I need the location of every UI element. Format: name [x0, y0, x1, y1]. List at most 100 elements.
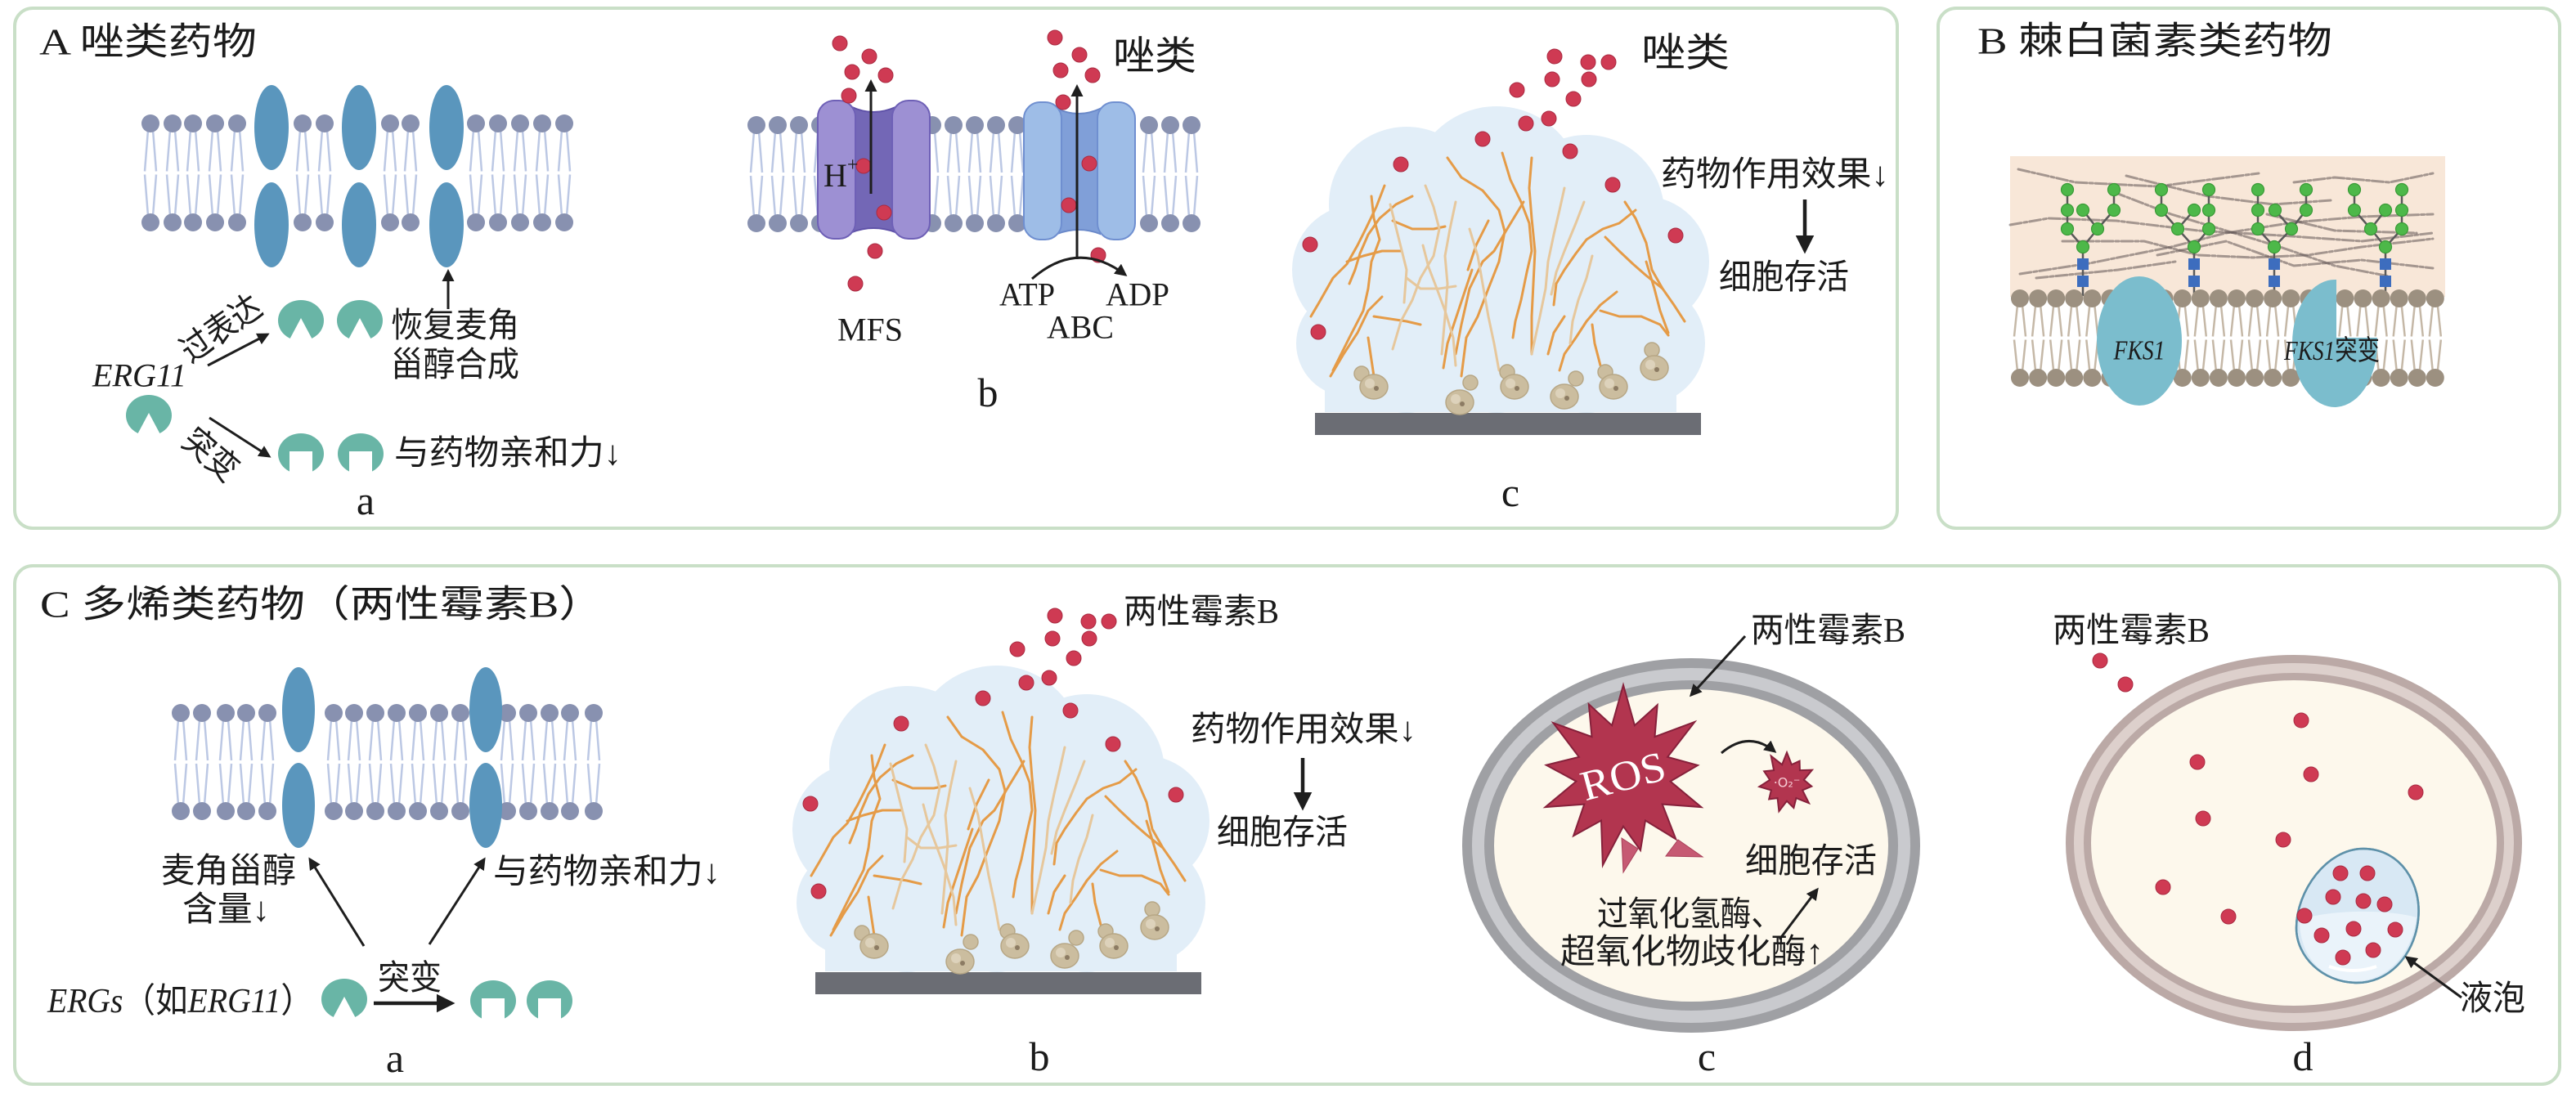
hypha: [946, 715, 1007, 937]
hypha: [1568, 254, 1594, 345]
lipid-head: [430, 704, 448, 722]
lipid-tail: [186, 129, 192, 172]
mfs-subunit: [891, 100, 931, 240]
drug-molecule: [855, 158, 872, 174]
lipid-tail: [2382, 304, 2388, 337]
drug-molecule: [1168, 787, 1184, 803]
lipid-head: [366, 704, 384, 722]
lipid-tail: [334, 763, 341, 805]
lipid-head: [561, 802, 579, 820]
glycan-chain: [2060, 182, 2121, 296]
lipid-tail: [230, 174, 236, 217]
glucose-unit: [2251, 182, 2265, 197]
drug-molecule: [2313, 927, 2330, 944]
lipid-tail: [500, 763, 506, 805]
lipid-tail: [946, 175, 953, 217]
lipid-tail: [967, 175, 974, 217]
lipid-head: [206, 114, 224, 132]
yeast-body: [1050, 943, 1079, 969]
glucose-unit: [2201, 182, 2216, 197]
glucose-unit: [2154, 182, 2169, 197]
survival-label: 细胞存活: [1745, 843, 1877, 881]
hypha: [1421, 244, 1457, 367]
drug-molecule: [2345, 921, 2362, 937]
lipid-tail: [368, 719, 375, 761]
lipid-head: [555, 114, 573, 132]
lipid-tail: [521, 719, 527, 761]
lipid-tail: [2400, 339, 2406, 372]
lipid-tail: [1018, 175, 1025, 217]
yeast-cell: [1097, 923, 1129, 959]
yeast-highlight: [1006, 938, 1016, 948]
lipid-head: [258, 802, 276, 820]
lipid-tail: [403, 129, 410, 172]
yeast-bud: [1462, 374, 1479, 391]
lipid-tail: [173, 719, 180, 761]
lipid-tail: [2183, 304, 2189, 337]
drug-molecule: [1581, 71, 1597, 87]
lipid-tail: [1171, 131, 1178, 173]
lipid-head: [228, 213, 246, 231]
lipid-tail: [1150, 131, 1156, 173]
lipid-tail: [586, 719, 593, 761]
lipid-head: [172, 802, 190, 820]
lipid-tail: [521, 174, 527, 217]
lipid-tail: [440, 719, 447, 761]
drug-molecule: [810, 883, 827, 899]
lipid-tail: [391, 129, 397, 172]
lipid-tail: [325, 174, 332, 217]
lipid-tail: [194, 174, 200, 217]
drug-molecule: [2335, 949, 2351, 966]
hypha: [1309, 184, 1386, 318]
mfs-subunit: [817, 100, 856, 240]
yeast-highlight: [865, 938, 875, 948]
lipid-tail: [477, 174, 483, 217]
glucose-unit: [2363, 222, 2378, 236]
lipid-tail: [1184, 175, 1191, 217]
drug-molecule: [1081, 630, 1097, 647]
lipid-tail: [946, 131, 953, 173]
lipid-head: [1140, 214, 1158, 232]
yeast-nucleus: [1155, 926, 1160, 931]
drug-molecule: [1541, 110, 1557, 127]
lipid-tail: [295, 129, 302, 172]
lipid-tail: [2436, 339, 2443, 372]
lipid-head: [2390, 369, 2408, 387]
drug-molecule: [1044, 630, 1061, 647]
substrate-surface: [815, 972, 1201, 994]
lipid-tail: [2283, 304, 2290, 337]
overexpression-arrow: [207, 333, 270, 367]
restore-label-line1: 恢复麦角: [391, 307, 519, 345]
lipid-head: [2246, 289, 2264, 307]
lipid-head: [945, 116, 963, 134]
lipid-tail: [2049, 339, 2055, 372]
glucose-unit: [2090, 222, 2105, 236]
genes-open: （如: [123, 983, 187, 1020]
anchor-unit: [2269, 258, 2280, 270]
hypha: [1599, 309, 1670, 337]
drug-molecule: [1474, 131, 1491, 147]
lipid-tail: [1163, 175, 1169, 217]
yeast-nucleus: [1613, 386, 1618, 391]
glucan-fiber: [2035, 260, 2177, 280]
drug-molecule: [2355, 893, 2372, 909]
yeast-body: [945, 948, 975, 975]
lipid-tail: [334, 719, 341, 761]
drug-label: 两性霉素B: [1751, 612, 1905, 650]
glucose-unit: [2154, 203, 2169, 217]
drug-molecule: [1604, 177, 1621, 193]
hypha: [1623, 200, 1686, 323]
lipid-tail: [203, 719, 209, 761]
lipid-tail: [397, 763, 404, 805]
drug-molecule: [1565, 91, 1582, 107]
lipid-tail: [419, 763, 425, 805]
abc-channel: [1057, 107, 1101, 235]
lipid-tail: [347, 763, 353, 805]
yeast-nucleus: [1654, 367, 1659, 372]
anchor-unit: [2077, 276, 2089, 287]
lipid-head: [164, 213, 182, 231]
lipid-tail: [227, 719, 233, 761]
yeast-highlight: [1645, 360, 1655, 370]
lipid-tail: [143, 174, 150, 217]
lipid-tail: [1142, 175, 1148, 217]
